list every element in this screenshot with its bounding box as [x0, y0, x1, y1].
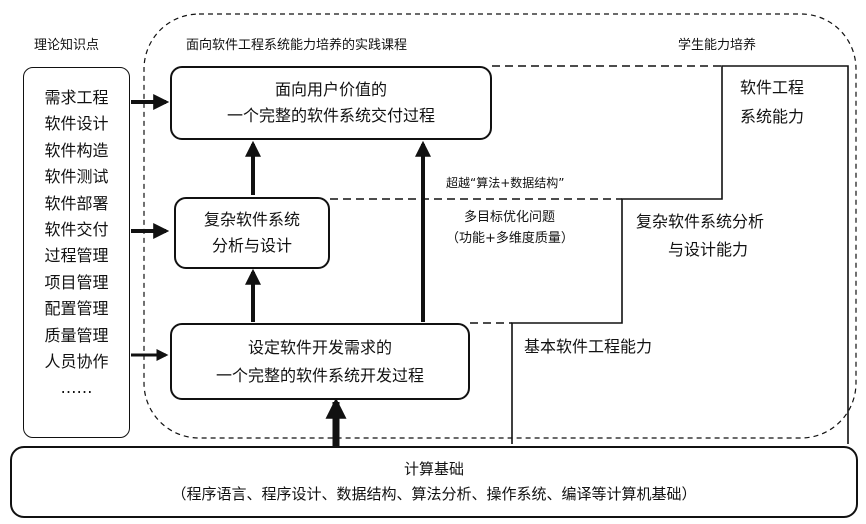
multi-objective-line2: （功能+多维度质量）	[446, 231, 574, 246]
ability-basic: 基本软件工程能力	[524, 337, 653, 356]
knowledge-item: 质量管理	[44, 325, 109, 345]
foundation-detail: （程序语言、程序设计、数据结构、算法分析、操作系统、编译等计算机基础）	[171, 485, 697, 503]
header-theory: 理论知识点	[34, 38, 100, 53]
ability-complex-line2: 与设计能力	[668, 240, 749, 259]
ability-system-line1: 软件工程	[740, 78, 805, 97]
foundation-title: 计算基础	[403, 460, 464, 478]
knowledge-item: 项目管理	[44, 272, 109, 292]
delivery-process-box: 面向用户价值的 一个完整的软件系统交付过程	[170, 66, 492, 140]
knowledge-item: 人员协作	[44, 352, 109, 372]
delivery-line2: 一个完整的软件系统交付过程	[226, 106, 435, 125]
delivery-line1: 面向用户价值的	[274, 80, 387, 99]
knowledge-item: 软件设计	[44, 114, 109, 134]
knowledge-item: 软件交付	[44, 220, 109, 240]
multi-objective-line1: 多目标优化问题	[464, 210, 556, 225]
header-ability: 学生能力培养	[678, 38, 757, 53]
development-process-box: 设定软件开发需求的 一个完整的软件系统开发过程	[170, 323, 470, 400]
course-region	[143, 13, 857, 439]
ability-complex-line1: 复杂软件系统分析	[636, 212, 765, 231]
knowledge-item: 软件构造	[44, 140, 109, 160]
knowledge-list: 需求工程 软件设计 软件构造 软件测试 软件部署 软件交付 过程管理 项目管理 …	[44, 85, 108, 402]
foundation-box: 计算基础 （程序语言、程序设计、数据结构、算法分析、操作系统、编译等计算机基础）	[10, 446, 858, 518]
analysis-line2: 分析与设计	[211, 236, 292, 255]
beyond-annotation: 超越“算法+数据结构”	[446, 176, 565, 190]
analysis-design-box: 复杂软件系统 分析与设计	[174, 197, 330, 269]
knowledge-item: 过程管理	[44, 246, 109, 266]
knowledge-item: 需求工程	[44, 88, 109, 107]
ability-staircase	[511, 65, 849, 444]
development-line1: 设定软件开发需求的	[247, 337, 392, 357]
development-line2: 一个完整的软件系统开发过程	[215, 365, 424, 385]
analysis-line1: 复杂软件系统	[203, 210, 300, 229]
knowledge-item: ……	[60, 378, 93, 398]
knowledge-item: 配置管理	[44, 299, 109, 319]
knowledge-item: 软件部署	[44, 193, 109, 213]
header-course: 面向软件工程系统能力培养的实践课程	[186, 38, 408, 53]
ability-system-line2: 系统能力	[740, 107, 805, 126]
knowledge-box: 需求工程 软件设计 软件构造 软件测试 软件部署 软件交付 过程管理 项目管理 …	[23, 67, 130, 438]
knowledge-item: 软件测试	[44, 167, 109, 187]
